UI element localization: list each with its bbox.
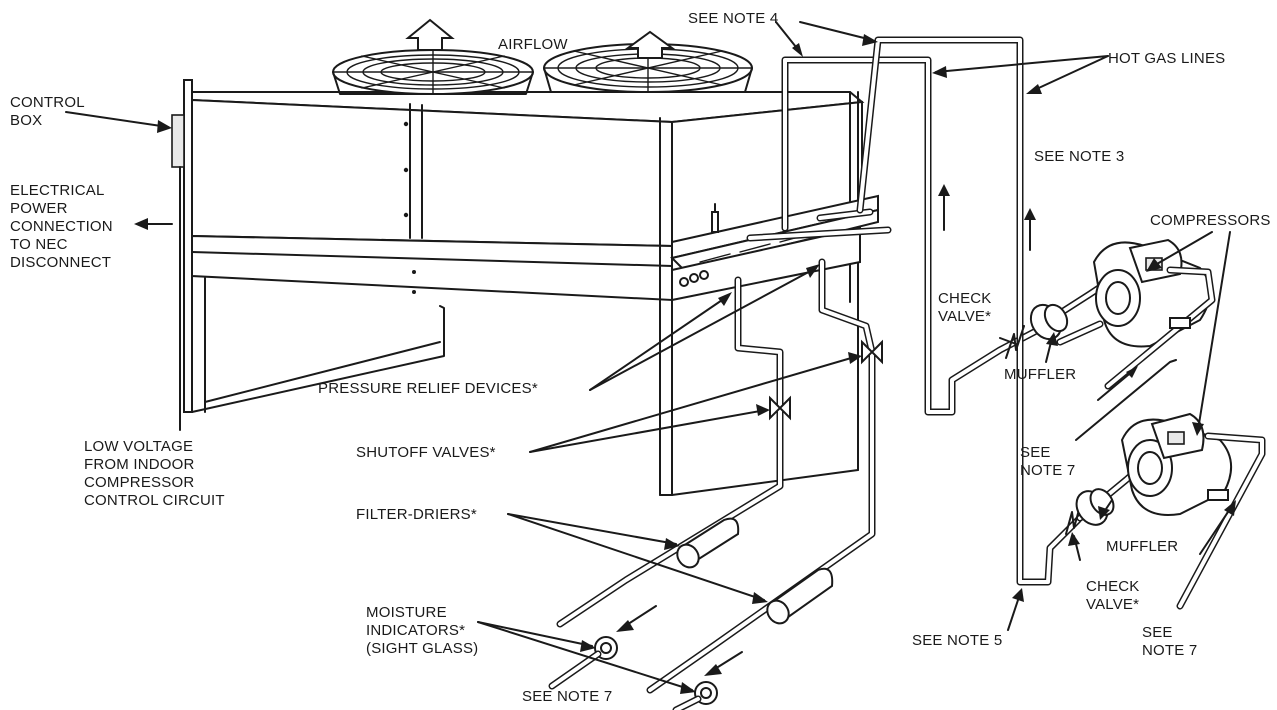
control-box bbox=[171, 114, 185, 168]
compressor-lower bbox=[1075, 412, 1266, 610]
check-valve-upper-label: CHECK VALVE* bbox=[938, 290, 992, 325]
airflow-arrow-right bbox=[624, 30, 676, 59]
check-valve-lower-label: CHECK VALVE* bbox=[1086, 578, 1140, 613]
base-band-line bbox=[191, 251, 673, 267]
see-note-7-mid-label: SEE NOTE 7 bbox=[1020, 444, 1076, 479]
hot-gas-line-outer bbox=[856, 36, 1082, 586]
service-valve bbox=[711, 211, 719, 233]
filter-driers-label: FILTER-DRIERS* bbox=[356, 506, 477, 523]
hot-gas-line-inner bbox=[781, 56, 1042, 416]
flow-arrow bbox=[1199, 505, 1233, 555]
liquid-line-1 bbox=[556, 276, 784, 628]
leader-arrows bbox=[65, 21, 1231, 694]
shutoff-valves-label: SHUTOFF VALVES* bbox=[356, 444, 496, 461]
leg-brace-right bbox=[671, 469, 859, 496]
see-note-3-label: SEE NOTE 3 bbox=[1034, 148, 1125, 165]
see-note-7-bottom-label: SEE NOTE 7 bbox=[522, 688, 613, 705]
compressor-upper bbox=[1029, 238, 1216, 441]
compressors-label: COMPRESSORS bbox=[1150, 212, 1271, 229]
fan-right bbox=[543, 43, 753, 93]
flow-arrow bbox=[1097, 369, 1135, 401]
unit-base-band bbox=[191, 234, 673, 302]
electrical-power-label: ELECTRICAL POWER CONNECTION TO NEC DISCO… bbox=[10, 182, 113, 271]
hot-gas-lines-label: HOT GAS LINES bbox=[1108, 50, 1226, 67]
airflow-label: AIRFLOW bbox=[498, 36, 568, 53]
shutoff-valve-1-icon bbox=[769, 395, 791, 421]
see-note-5-label: SEE NOTE 5 bbox=[912, 632, 1003, 649]
header-manifold bbox=[670, 194, 892, 302]
corner-post-left bbox=[183, 79, 193, 413]
airflow-arrow-left bbox=[405, 18, 455, 51]
filter-drier-1-icon bbox=[676, 517, 740, 569]
muffler-upper-label: MUFFLER bbox=[1004, 366, 1077, 383]
filter-drier-2-icon bbox=[766, 567, 834, 625]
control-box-label: CONTROL BOX bbox=[10, 94, 85, 129]
moisture-indicators-label: MOISTURE INDICATORS* (SIGHT GLASS) bbox=[366, 604, 479, 657]
condenser-unit bbox=[171, 79, 865, 496]
see-note-7-right-label: SEE NOTE 7 bbox=[1142, 624, 1198, 659]
low-voltage-label: LOW VOLTAGE FROM INDOOR COMPRESSOR CONTR… bbox=[84, 438, 225, 509]
muffler-lower-label: MUFFLER bbox=[1106, 538, 1179, 555]
check-valve-upper-icon bbox=[1005, 325, 1025, 359]
pressure-relief-label: PRESSURE RELIEF DEVICES* bbox=[318, 380, 538, 397]
leg-brace-left bbox=[191, 305, 445, 413]
fan-left bbox=[332, 49, 534, 95]
unit-coil-face bbox=[191, 98, 673, 248]
shutoff-valve-2-icon bbox=[861, 339, 883, 365]
see-note-4-label: SEE NOTE 4 bbox=[688, 10, 779, 27]
